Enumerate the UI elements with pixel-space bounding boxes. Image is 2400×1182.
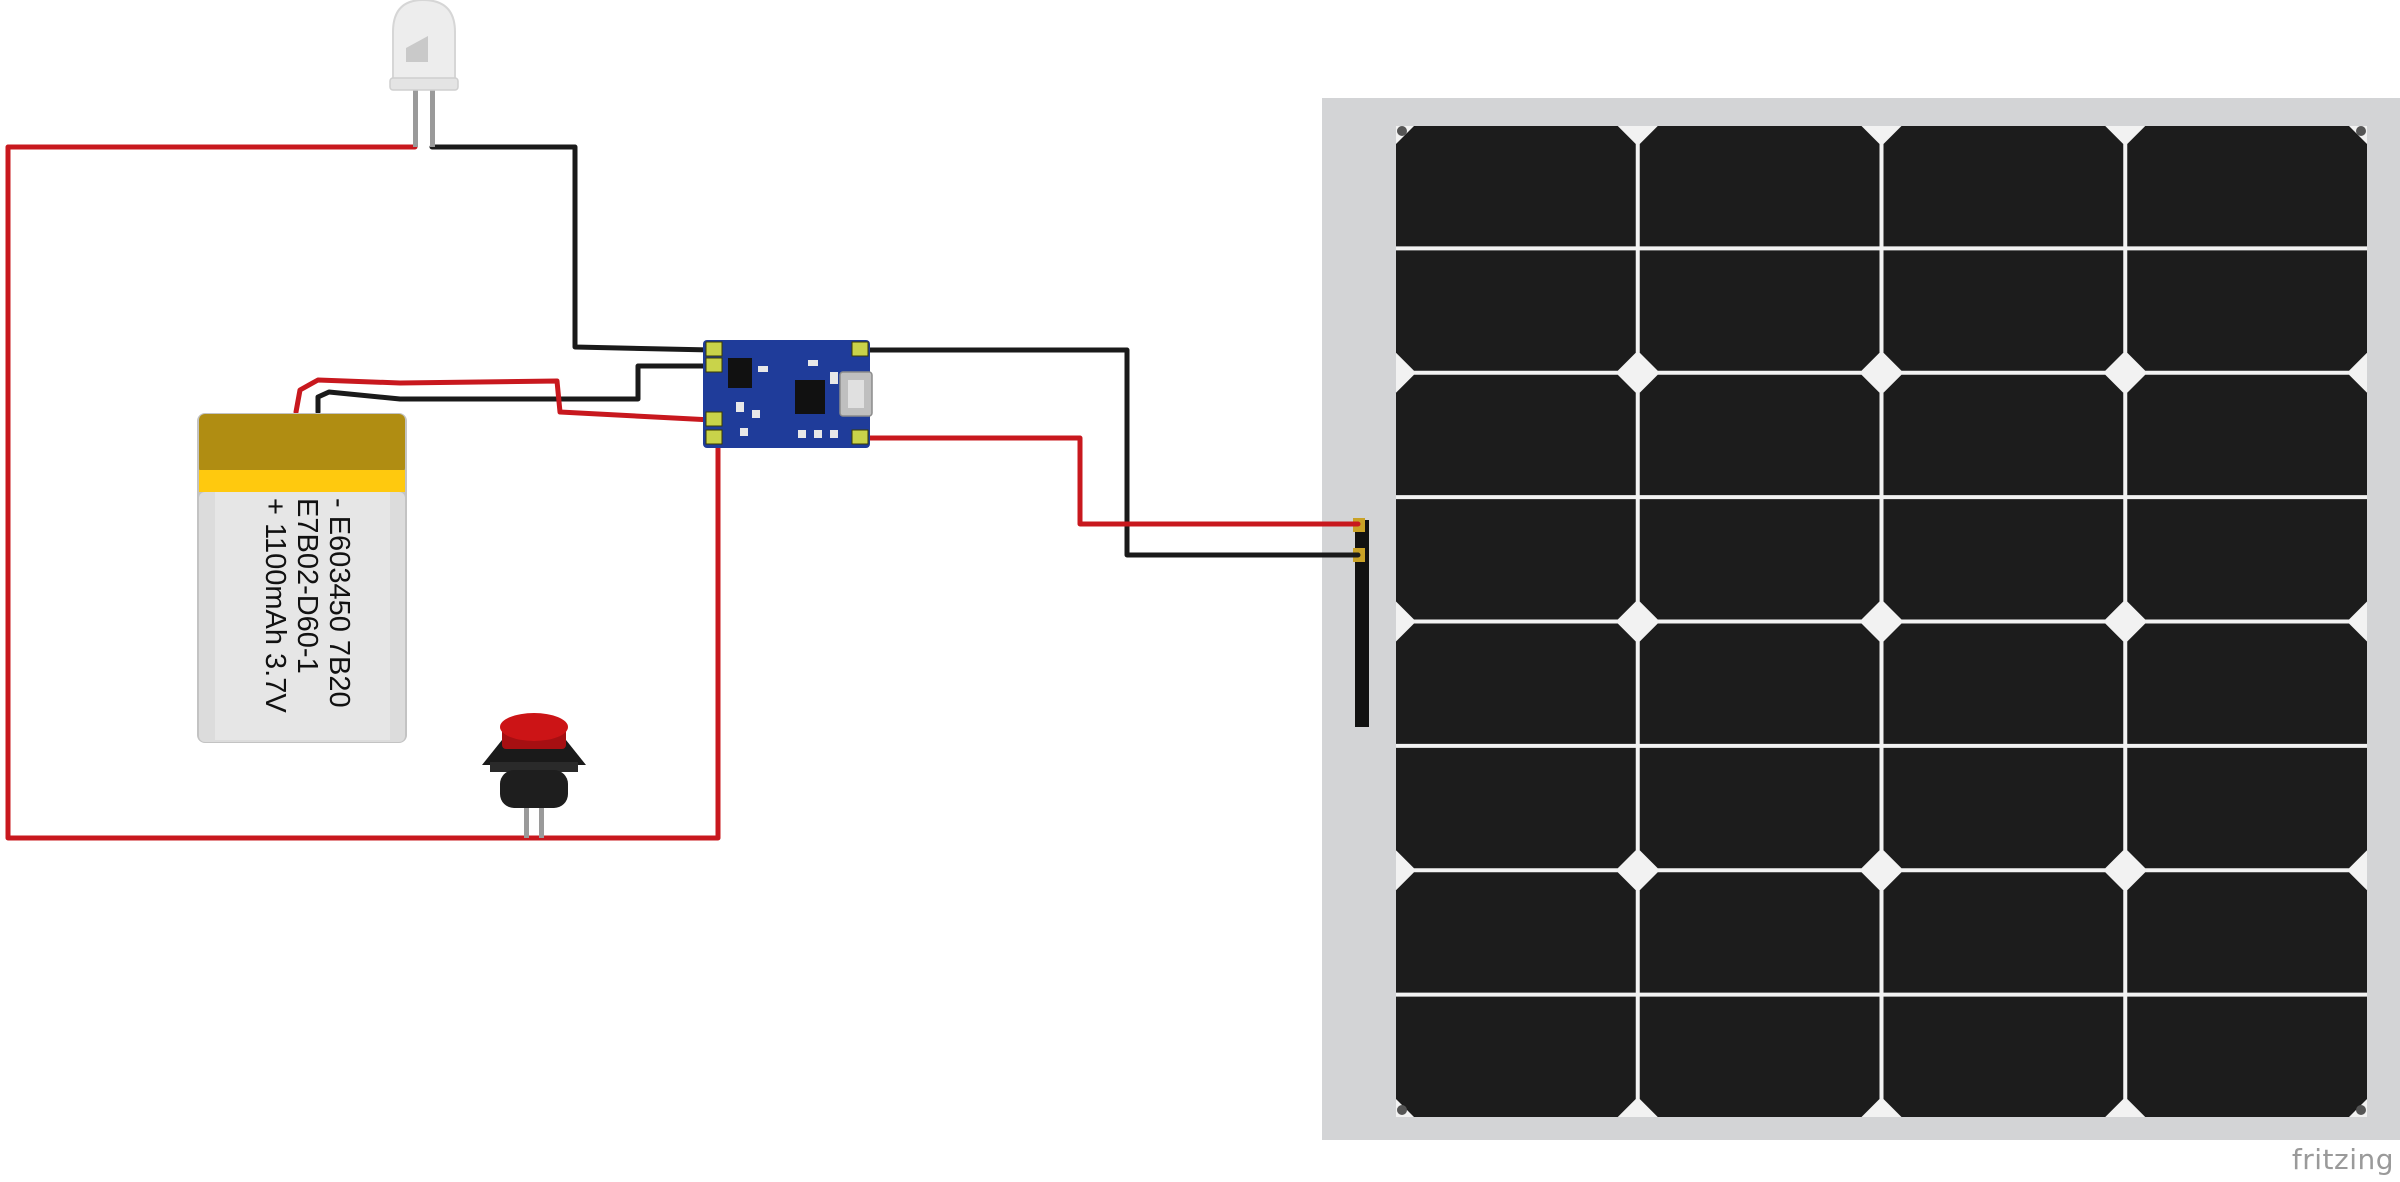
led-leg-cathode: [430, 85, 435, 147]
solar-cell: [1396, 126, 1636, 247]
module-smd: [736, 402, 744, 412]
module-smd: [758, 366, 768, 372]
mount-hole: [1397, 126, 1407, 136]
wire-black-battery-module[interactable]: [315, 363, 715, 415]
module-smd: [752, 410, 760, 418]
led[interactable]: [389, 0, 459, 147]
button-body: [500, 770, 568, 808]
mount-hole: [1397, 1105, 1407, 1115]
solar-cell: [2127, 996, 2367, 1117]
solar-cell: [1396, 996, 1636, 1117]
solar-cell: [1396, 250, 1636, 371]
module-smd: [830, 430, 838, 438]
solar-cell: [2127, 747, 2367, 869]
wire-red-battery-module[interactable]: [293, 377, 715, 423]
button-leg: [524, 805, 529, 838]
battery-label-line2: E7B02-D60-1: [291, 498, 323, 674]
solar-cell: [1396, 747, 1636, 869]
mount-hole: [2356, 126, 2366, 136]
solar-cell: [1883, 499, 2124, 620]
solar-cell: [2127, 374, 2367, 496]
solar-cell: [1639, 872, 1880, 993]
wire-red-module-solar[interactable]: [863, 435, 1361, 527]
module-smd: [808, 360, 818, 366]
solar-cell: [1396, 623, 1636, 744]
battery-body-highlight: [215, 492, 390, 740]
solar-cell: [1396, 499, 1636, 620]
solar-cell: [2127, 499, 2367, 620]
module-smd: [814, 430, 822, 438]
battery-label-line1: - E603450 7B20: [323, 498, 355, 708]
fritzing-watermark: fritzing: [2291, 1143, 2394, 1176]
solar-cell: [1639, 499, 1880, 620]
solar-cell: [1639, 374, 1880, 496]
solar-cell: [1639, 996, 1880, 1117]
solar-cell: [1883, 623, 2124, 744]
module-pad[interactable]: [705, 341, 723, 357]
solar-cell: [1883, 747, 2124, 869]
battery-gold-top: [199, 414, 405, 474]
module-pad[interactable]: [705, 429, 723, 445]
module-smd: [740, 428, 748, 436]
module-chip: [728, 358, 752, 388]
solar-cell: [2127, 250, 2367, 371]
button-cap[interactable]: [500, 713, 568, 741]
wire-black-module-solar[interactable]: [863, 347, 1361, 558]
led-flange: [389, 77, 459, 91]
solar-cell: [1639, 747, 1880, 869]
solar-terminal-strip: [1355, 520, 1369, 727]
module-smd: [830, 372, 838, 384]
usb-port-inner: [848, 380, 864, 408]
charger-module[interactable]: [703, 340, 873, 448]
solar-cell: [1883, 872, 2124, 993]
module-chip: [795, 380, 825, 414]
push-button[interactable]: [482, 713, 586, 838]
led-die: [406, 36, 428, 62]
module-pad[interactable]: [705, 357, 723, 373]
solar-cell: [1883, 996, 2124, 1117]
module-smd: [798, 430, 806, 438]
solar-cell: [1396, 872, 1636, 993]
solar-cell: [2127, 126, 2367, 247]
wire-black-led-module[interactable]: [429, 144, 715, 353]
solar-cell: [1883, 374, 2124, 496]
module-pad[interactable]: [851, 341, 869, 357]
solar-cell: [2127, 623, 2367, 744]
module-pad[interactable]: [851, 429, 869, 445]
battery[interactable]: - E603450 7B20 E7B02-D60-1 + 1100mAh 3.7…: [197, 413, 407, 743]
solar-cell: [2127, 872, 2367, 993]
mount-hole: [2356, 1105, 2366, 1115]
solar-cell: [1883, 126, 2124, 247]
solar-cell: [1639, 250, 1880, 371]
solar-panel[interactable]: [1322, 98, 2400, 1140]
solar-cell: [1639, 126, 1880, 247]
solar-cell: [1639, 623, 1880, 744]
battery-label-line3: + 1100mAh 3.7V: [259, 498, 291, 713]
led-leg-anode: [413, 85, 418, 147]
solar-cell: [1396, 374, 1636, 496]
module-pad[interactable]: [705, 411, 723, 427]
battery-yellow-band: [199, 470, 405, 492]
button-leg: [539, 805, 544, 838]
solar-cells: [1396, 126, 2367, 1117]
button-flange-edge: [490, 762, 578, 772]
solar-cell: [1883, 250, 2124, 371]
